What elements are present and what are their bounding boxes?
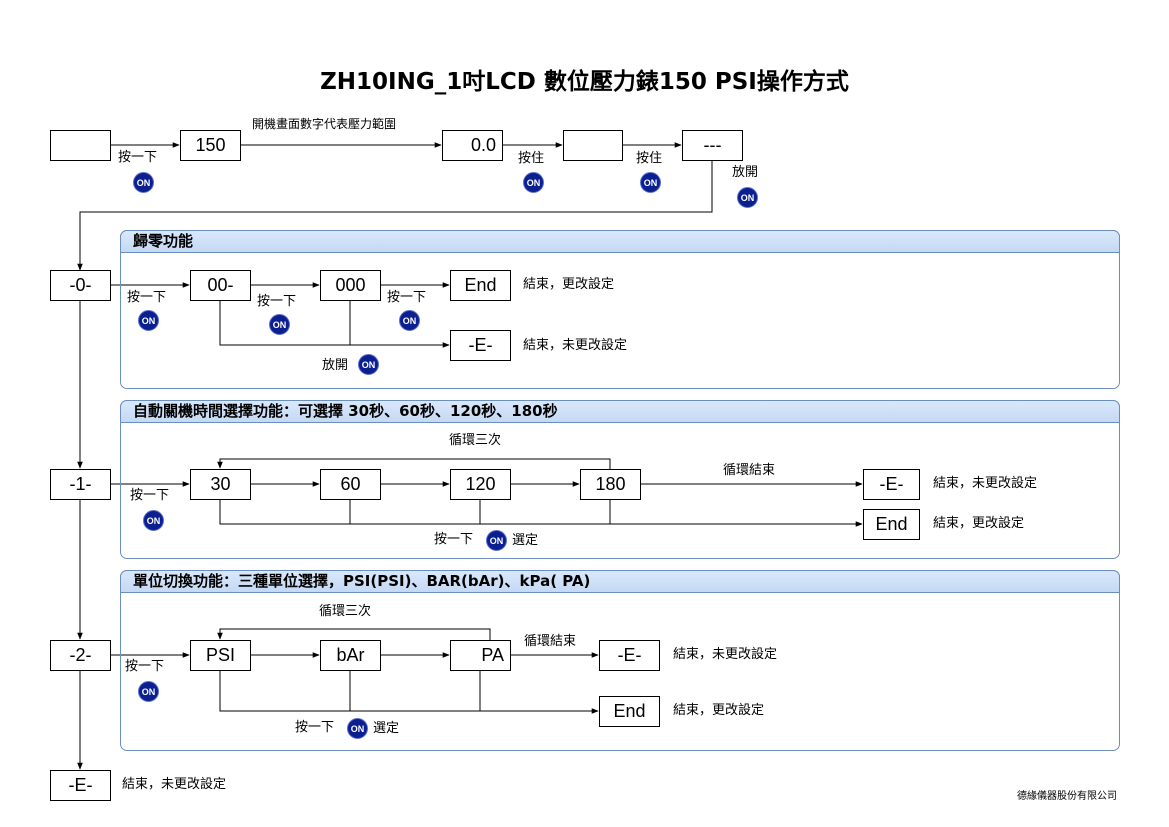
on-button-icon: ON	[133, 172, 154, 193]
release-label: 放開	[732, 165, 759, 180]
on-button-icon: ON	[358, 354, 379, 375]
display-blank-start	[50, 130, 111, 161]
press-once-label: 按一下	[387, 290, 427, 305]
on-button-icon: ON	[143, 510, 164, 531]
mode-0-display: -0-	[50, 270, 111, 301]
select-label: 選定	[373, 721, 400, 736]
exit-change-label: 結束，更改設定	[933, 516, 1025, 531]
loop-three-times-label: 循環三次	[449, 433, 502, 448]
mode-e-display: -E-	[50, 770, 111, 801]
auto-off-option-120: 120	[450, 469, 511, 500]
on-button-icon: ON	[269, 314, 290, 335]
auto-off-option-180: 180	[580, 469, 641, 500]
mode-2-display: -2-	[50, 640, 111, 671]
press-once-label: 按一下	[295, 720, 335, 735]
unit-option-pa: PA	[450, 640, 511, 671]
startup-note-label: 開機畫面數字代表壓力範圍	[252, 117, 397, 131]
zero-step-00: 00-	[190, 270, 251, 301]
zero-exit-display: -E-	[450, 330, 511, 361]
hold-label: 按住	[636, 151, 663, 166]
auto-off-option-60: 60	[320, 469, 381, 500]
exit-no-change-label: 結束，未更改設定	[673, 647, 778, 662]
unit-exit-display: -E-	[599, 640, 660, 671]
display-150: 150	[180, 130, 241, 161]
auto-off-end-display: End	[863, 509, 920, 540]
select-label: 選定	[512, 533, 539, 548]
loop-end-label: 循環結束	[524, 634, 577, 649]
loop-three-times-label: 循環三次	[319, 604, 372, 619]
exit-no-change-label: 結束，未更改設定	[122, 777, 227, 792]
display-0-0: 0.0	[442, 130, 503, 161]
exit-no-change-label: 結束，未更改設定	[523, 338, 628, 353]
unit-end-display: End	[599, 696, 660, 727]
exit-change-label: 結束，更改設定	[523, 277, 615, 292]
hold-label: 按住	[518, 151, 545, 166]
exit-change-label: 結束，更改設定	[673, 703, 765, 718]
zero-function-header: 歸零功能	[120, 230, 1120, 253]
mode-1-display: -1-	[50, 469, 111, 500]
unit-option-bar: bAr	[320, 640, 381, 671]
auto-off-header: 自動關機時間選擇功能：可選擇 30秒、60秒、120秒、180秒	[120, 400, 1120, 423]
zero-step-000: 000	[320, 270, 381, 301]
press-once-label: 按一下	[127, 290, 167, 305]
unit-option-psi: PSI	[190, 640, 251, 671]
on-button-icon: ON	[737, 187, 758, 208]
on-button-icon: ON	[486, 530, 507, 551]
release-label: 放開	[322, 358, 349, 373]
auto-off-option-30: 30	[190, 469, 251, 500]
on-button-icon: ON	[138, 681, 159, 702]
press-once-label: 按一下	[130, 488, 170, 503]
zero-end-display: End	[450, 270, 511, 301]
on-button-icon: ON	[640, 172, 661, 193]
display-blank-hold	[563, 130, 623, 161]
on-button-icon: ON	[138, 310, 159, 331]
press-once-label: 按一下	[434, 532, 474, 547]
display-dashes: ---	[682, 130, 743, 161]
press-once-label: 按一下	[118, 150, 158, 165]
on-button-icon: ON	[523, 172, 544, 193]
loop-end-label: 循環結束	[723, 463, 776, 478]
auto-off-exit-display: -E-	[863, 469, 920, 500]
unit-switch-header: 單位切換功能：三種單位選擇，PSI(PSI)、BAR(bAr)、kPa( PA)	[120, 570, 1120, 593]
press-once-label: 按一下	[125, 659, 165, 674]
press-once-label: 按一下	[257, 294, 297, 309]
on-button-icon: ON	[347, 718, 368, 739]
exit-no-change-label: 結束，未更改設定	[933, 476, 1038, 491]
on-button-icon: ON	[399, 310, 420, 331]
page-title: ZH10ING_1吋LCD 數位壓力錶150 PSI操作方式	[320, 69, 849, 95]
company-name: 德緣儀器股份有限公司	[1017, 791, 1117, 802]
